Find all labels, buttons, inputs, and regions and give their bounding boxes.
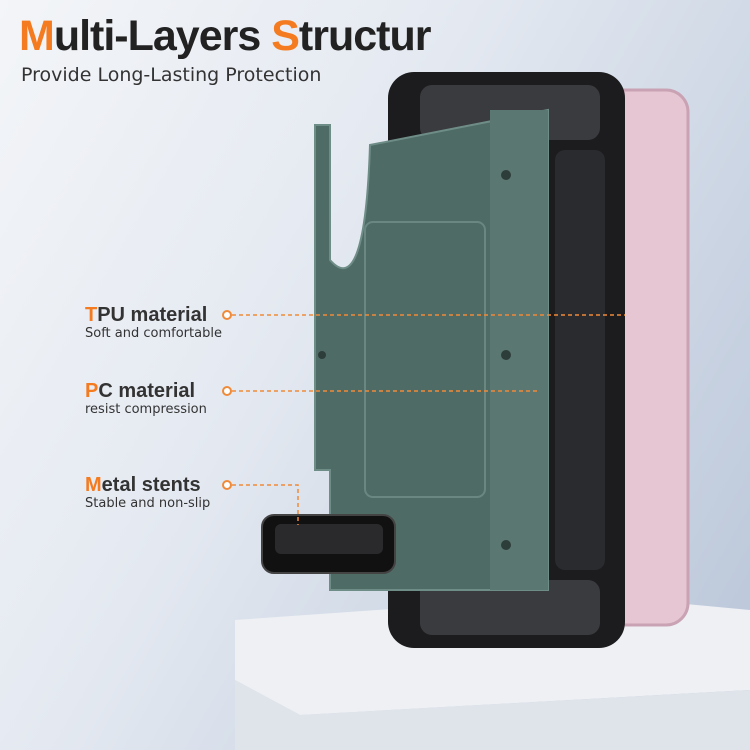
heading-text: PU material [97, 304, 208, 326]
feature-pc: PC material resist compression [85, 380, 207, 417]
feature-metal: Metal stents Stable and non-slip [85, 474, 210, 511]
page-title: Multi-Layers Structur [19, 12, 432, 61]
heading-accent: P [85, 380, 99, 402]
heading-text: C material [98, 380, 196, 402]
feature-heading: PC material [85, 380, 207, 402]
feature-tpu: TPU material Soft and comfortable [85, 304, 222, 341]
heading-accent: M [85, 474, 102, 496]
plate-inset [364, 221, 486, 498]
case-grip-bottom [420, 580, 600, 635]
plate-rail [490, 110, 548, 590]
kickstand-inner [275, 524, 383, 554]
feature-desc: resist compression [85, 402, 207, 417]
feature-desc: Soft and comfortable [85, 326, 222, 341]
screw-icon [501, 170, 511, 180]
metal-callout-line [232, 484, 299, 525]
screw-icon [501, 350, 511, 360]
subtitle: Provide Long-Lasting Protection [21, 64, 322, 86]
title-accent: M [19, 12, 55, 60]
pc-callout-dot-icon [222, 386, 232, 396]
feature-heading: Metal stents [85, 474, 210, 496]
screw-icon [318, 351, 326, 359]
feature-desc: Stable and non-slip [85, 496, 211, 511]
platform-front [235, 680, 750, 750]
metal-callout-dot-icon [222, 480, 232, 490]
title-part: ulti-Layers [53, 12, 272, 60]
heading-text: etal stents [101, 474, 201, 496]
feature-heading: TPU material [85, 304, 222, 326]
title-accent: S [271, 12, 300, 60]
screw-icon [501, 540, 511, 550]
tpu-callout-dot-icon [222, 310, 232, 320]
heading-accent: T [85, 304, 98, 326]
case-side [555, 150, 605, 570]
title-part: tructur [298, 12, 432, 60]
